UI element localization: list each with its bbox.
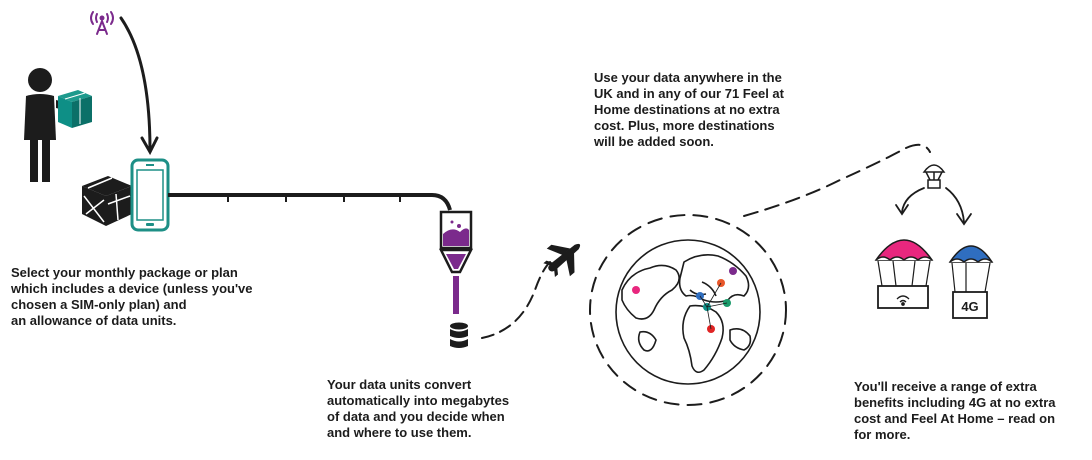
signal-arrow xyxy=(119,16,159,156)
split-arrows xyxy=(895,187,972,226)
dashed-path-to-parachute xyxy=(743,143,931,217)
person-with-box-icon xyxy=(24,68,92,182)
location-dot-purple xyxy=(729,267,737,275)
parcel-parachute-icon xyxy=(922,164,946,189)
package-icon xyxy=(82,176,132,226)
radio-tower-icon xyxy=(90,11,114,35)
smartphone-icon xyxy=(130,158,170,232)
converter-funnel-icon xyxy=(438,210,474,314)
step-convert-units-text: Your data units convert automatically in… xyxy=(327,377,510,440)
step-select-package-text: Select your monthly package or plan whic… xyxy=(11,265,253,328)
data-line xyxy=(168,193,452,211)
4g-label: 4G xyxy=(961,299,978,314)
location-dots xyxy=(632,267,737,333)
wifi-icon xyxy=(896,295,910,306)
step-extra-benefits-text: You'll receive a range of extra benefits… xyxy=(854,379,1056,442)
database-icon xyxy=(450,322,468,348)
4g-parachute-icon: 4G xyxy=(948,245,994,319)
dashed-orbit xyxy=(589,214,787,406)
location-dot-pink xyxy=(632,286,640,294)
airplane-icon xyxy=(543,243,581,278)
wifi-parachute-icon xyxy=(874,239,934,309)
globe-icon xyxy=(615,239,761,385)
dashed-flight-path xyxy=(481,261,551,339)
step-use-anywhere-text: Use your data anywhere in the UK and in … xyxy=(594,70,784,149)
